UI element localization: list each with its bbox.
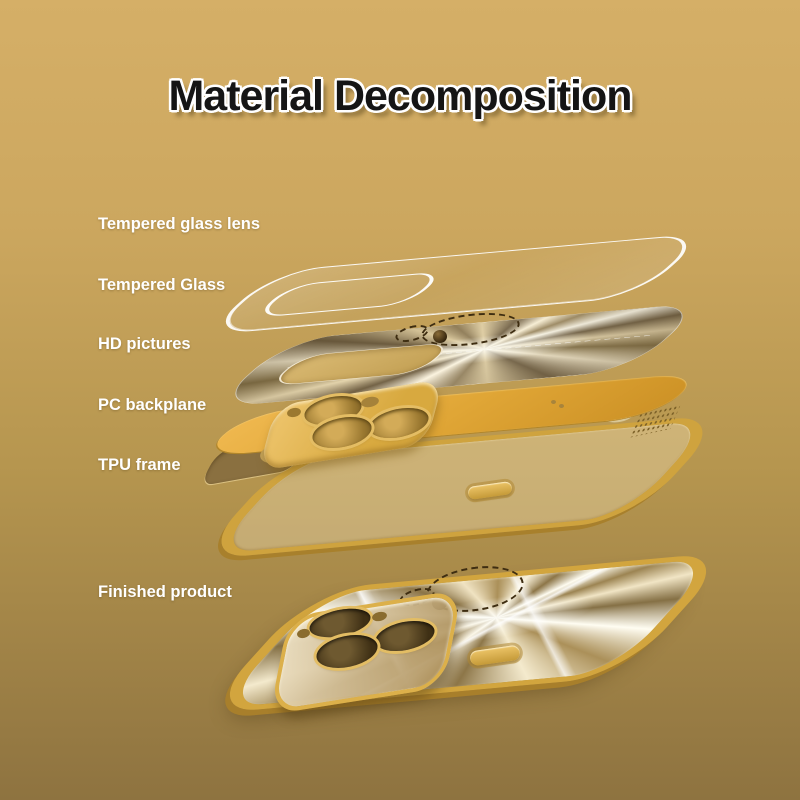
label-hd-pictures: HD pictures: [98, 335, 191, 353]
label-pc-backplane: PC backplane: [98, 396, 207, 414]
backplane-mic-hole: [559, 404, 564, 408]
label-finished-product: Finished product: [98, 583, 232, 601]
label-tpu-frame: TPU frame: [98, 456, 181, 474]
label-tempered-glass: Tempered Glass: [98, 276, 226, 294]
label-tempered-glass-lens: Tempered glass lens: [98, 215, 261, 233]
glass-lens-outline: [252, 270, 447, 319]
backplane-mic-hole: [551, 400, 556, 404]
decorative-ball: [433, 330, 447, 343]
hd-sheet-camera-cutout: [267, 341, 455, 387]
page-title: Material Decomposition: [168, 72, 632, 120]
